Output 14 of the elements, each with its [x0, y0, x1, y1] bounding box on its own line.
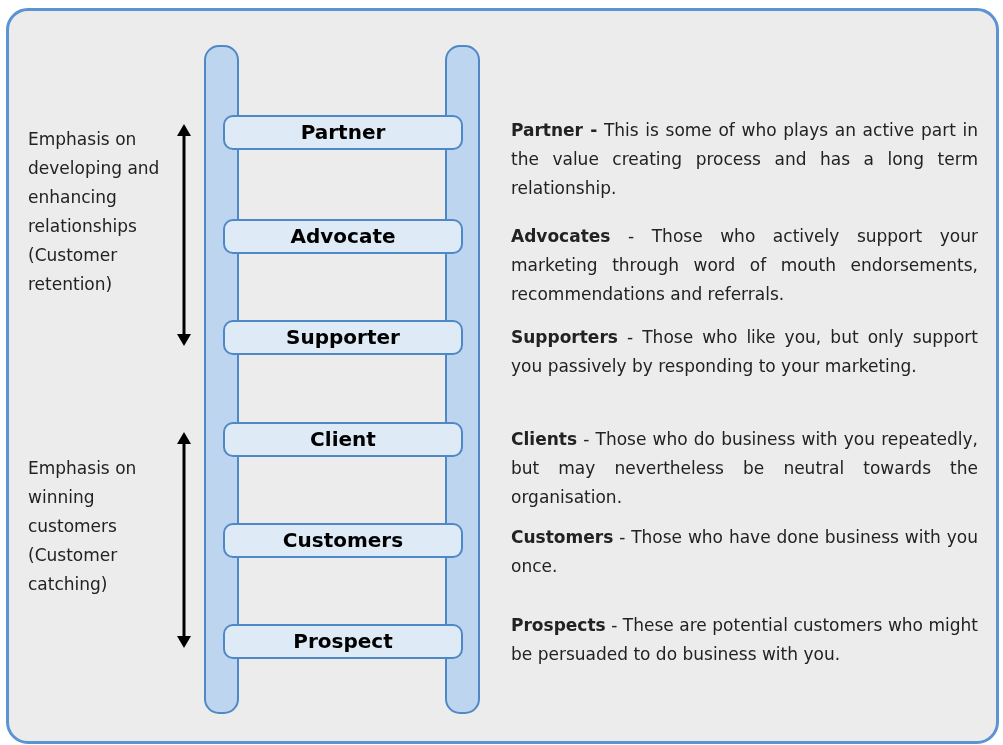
ladder-rung: Supporter — [223, 320, 463, 355]
description-text: Customers - Those who have done business with you once. — [511, 526, 978, 578]
description-text: Prospects - These are potential customers who might be persuaded to do business with you. — [511, 614, 978, 666]
description-text: Partner - This is some of who plays an active part in the value creating process and has a long term relationship. — [511, 119, 978, 200]
description-text: Advocates - Those who actively support your marketing through word of mouth endorsements, recommendations and referrals. — [511, 225, 978, 306]
ladder-rung: Partner — [223, 115, 463, 150]
ladder-rung: Customers — [223, 523, 463, 558]
description-text: Supporters - Those who like you, but only support you passively by responding to your marketing. — [511, 326, 978, 378]
description-text: Clients - Those who do business with you repeatedly, but may nevertheless be neutral towards the organisation. — [511, 428, 978, 509]
side-note: Emphasis on developing and enhancing relationships (Customer retention) — [28, 128, 160, 296]
ladder-rung: Advocate — [223, 219, 463, 254]
ladder-rung: Prospect — [223, 624, 463, 659]
side-note: Emphasis on winning customers (Customer catching) — [28, 457, 138, 596]
ladder-rung: Client — [223, 422, 463, 457]
